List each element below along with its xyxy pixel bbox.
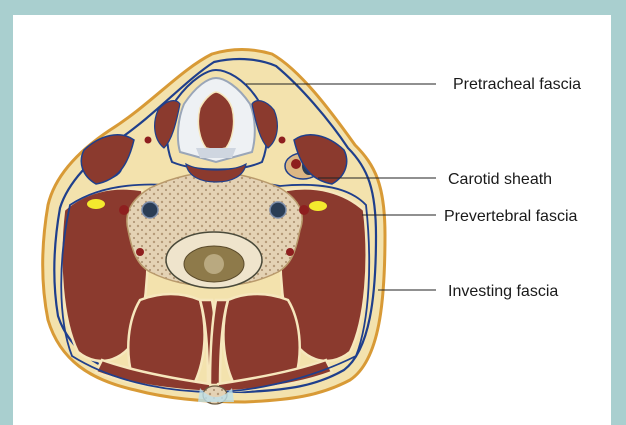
vessel-red-right-2 bbox=[286, 248, 294, 256]
airway bbox=[196, 148, 236, 158]
thyroid-vessel-left bbox=[145, 137, 152, 144]
label-prevertebral-fascia: Prevertebral fascia bbox=[444, 208, 577, 225]
vessel-red-right bbox=[299, 205, 309, 215]
vertebral-artery-left bbox=[142, 202, 158, 218]
vertebral-artery-right bbox=[270, 202, 286, 218]
vessel-red-left bbox=[119, 205, 129, 215]
larynx-muscles bbox=[198, 92, 233, 150]
spinal-cord-grey-matter bbox=[204, 254, 224, 274]
vessel-red-left-2 bbox=[136, 248, 144, 256]
label-investing-fascia: Investing fascia bbox=[448, 283, 558, 300]
thyroid-vessel-right bbox=[279, 137, 286, 144]
label-carotid-sheath: Carotid sheath bbox=[448, 171, 552, 188]
label-pretracheal-fascia: Pretracheal fascia bbox=[453, 76, 581, 93]
